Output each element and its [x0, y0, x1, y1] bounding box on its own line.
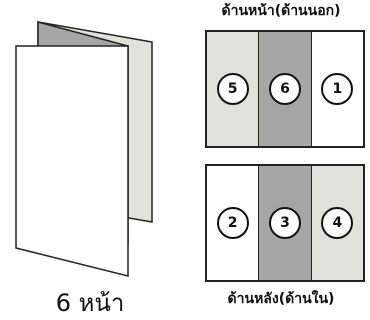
front-panel-right: 1 — [310, 32, 363, 146]
back-panel-left: 2 — [207, 166, 259, 280]
page-number-badge: 4 — [321, 207, 354, 239]
page-number-badge: 2 — [216, 207, 249, 239]
brochure-front-panel — [15, 45, 129, 277]
front-panel-middle: 6 — [258, 32, 311, 146]
page-count-label: 6 หน้า — [55, 289, 125, 317]
back-panel-right: 4 — [310, 166, 363, 280]
front-side-sheet: 5 6 1 — [205, 30, 365, 148]
back-side-caption: ด้านหลัง(ด้านใน) — [227, 291, 335, 307]
front-side-caption: ด้านหน้า(ด้านนอก) — [221, 3, 341, 19]
front-panel-left: 5 — [207, 32, 259, 146]
page-number-badge: 1 — [321, 73, 354, 105]
page-number-badge: 3 — [268, 207, 301, 239]
back-side-sheet: 2 3 4 — [205, 164, 365, 282]
page-number-badge: 5 — [216, 73, 249, 105]
back-panel-middle: 3 — [258, 166, 311, 280]
page-number-badge: 6 — [268, 73, 301, 105]
